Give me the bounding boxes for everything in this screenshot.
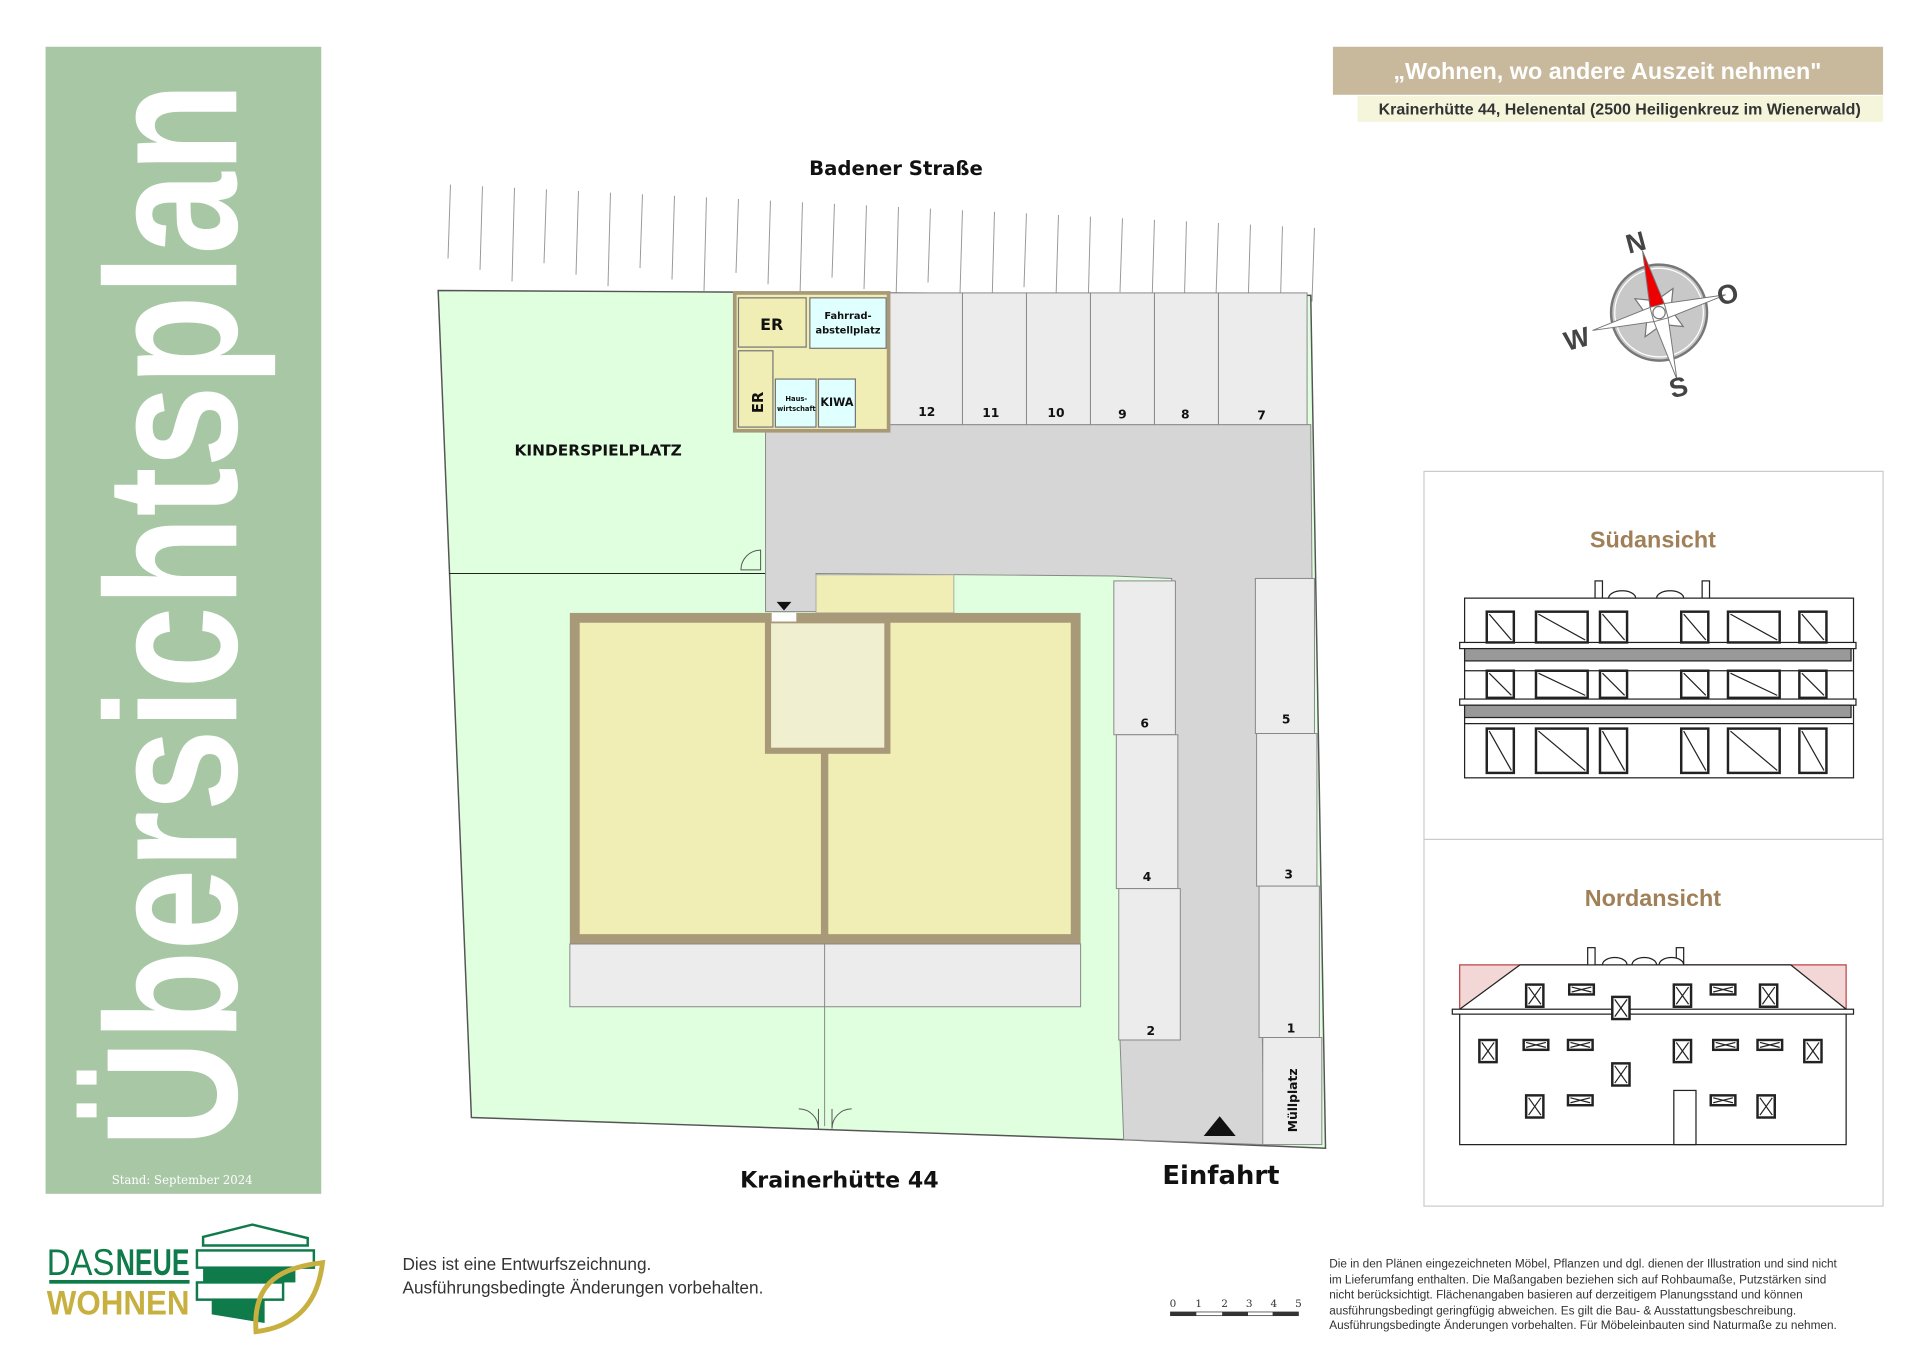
room-hw-1: Haus- (785, 395, 807, 403)
svg-text:im Lieferumfang enthalten. Die: im Lieferumfang enthalten. Die Maßangabe… (1329, 1273, 1826, 1287)
svg-text:3: 3 (1246, 1298, 1253, 1310)
room-bike-1: Fahrrad- (824, 311, 871, 322)
svg-text:0: 0 (1170, 1298, 1177, 1310)
parking-number: 11 (982, 406, 999, 420)
stand-date: Stand: September 2024 (112, 1173, 253, 1187)
street-hatch (447, 184, 1315, 320)
svg-text:ausführungsbedingt geringfügig: ausführungsbedingt geringfügig abweichen… (1329, 1303, 1796, 1317)
svg-text:Die in den Plänen eingezeichne: Die in den Plänen eingezeichneten Möbel,… (1329, 1257, 1837, 1271)
parking-left: 6 4 2 (1113, 580, 1181, 1041)
scale-bar: 0 1 2 3 4 5 (1170, 1298, 1302, 1317)
svg-text:NEUE: NEUE (116, 1242, 190, 1283)
entrance-marker-icon (776, 601, 792, 611)
parking-number: 2 (1146, 1024, 1155, 1038)
svg-text:nicht berücksichtigt. Flächena: nicht berücksichtigt. Flächenangaben bas… (1329, 1287, 1803, 1301)
svg-text:Ausführungsbedingte Änderungen: Ausführungsbedingte Änderungen vorbehalt… (1329, 1318, 1837, 1332)
playground-label: KINDERSPIELPLATZ (514, 441, 681, 459)
room-kiwa: KIWA (820, 396, 853, 409)
parking-number: 4 (1143, 870, 1152, 884)
parking-number: 9 (1118, 407, 1127, 421)
compass-n: N (1622, 225, 1649, 260)
svg-text:5: 5 (1295, 1298, 1302, 1310)
das-neue-wohnen-logo: DAS NEUE WOHNEN (47, 1223, 326, 1335)
slogan-banner (1332, 46, 1884, 95)
building-footprint (569, 549, 1082, 1129)
room-bike-2: abstellplatz (815, 326, 880, 337)
south-elevation-drawing (1459, 580, 1857, 779)
driveway-arrow-icon (1203, 1116, 1236, 1136)
compass-s: S (1666, 370, 1691, 405)
north-elevation-drawing (1451, 947, 1855, 1146)
parking-top: 12 11 10 9 8 7 (888, 292, 1308, 426)
draft-note-line1: Dies ist eine Entwurfszeichnung. (402, 1254, 651, 1274)
street-bottom-label: Krainerhütte 44 (740, 1168, 939, 1194)
parking-number: 1 (1287, 1022, 1296, 1036)
svg-text:DAS: DAS (47, 1242, 115, 1283)
parking-number: 5 (1282, 713, 1291, 727)
svg-text:4: 4 (1271, 1298, 1278, 1310)
waste-area-label: Müllplatz (1286, 1069, 1300, 1133)
slogan: „Wohnen, wo andere Auszeit nehmen" (1393, 58, 1821, 84)
sidebar-title: Übersichtsplan (67, 82, 276, 1147)
sidebar-panel (45, 46, 322, 1194)
parking-number: 12 (918, 405, 935, 419)
utility-block: ER Fahrrad- abstellplatz ER Haus- wirtsc… (732, 291, 891, 433)
room-er: ER (760, 315, 783, 334)
draft-note-line2: Ausführungsbedingte Änderungen vorbehalt… (402, 1278, 763, 1298)
svg-text:2: 2 (1221, 1298, 1228, 1310)
address: Krainerhütte 44, Helenental (2500 Heilig… (1379, 101, 1861, 118)
north-elevation-title: Nordansicht (1585, 885, 1722, 911)
compass-icon (1592, 250, 1726, 380)
parking-right: 5 3 1 Müllplatz (1254, 577, 1323, 1146)
parking-number: 8 (1181, 407, 1190, 421)
south-elevation-title: Südansicht (1590, 527, 1716, 553)
street-top-label: Badener Straße (809, 157, 983, 180)
room-er-vertical: ER (750, 391, 767, 413)
parking-number: 7 (1257, 409, 1266, 423)
parking-number: 3 (1284, 868, 1293, 882)
entrance-label: Einfahrt (1162, 1161, 1279, 1191)
svg-text:WOHNEN: WOHNEN (47, 1284, 190, 1322)
parking-number: 10 (1047, 406, 1064, 420)
compass-w: W (1560, 320, 1593, 357)
svg-text:1: 1 (1195, 1298, 1202, 1310)
compass-o: O (1713, 276, 1741, 311)
parking-number: 6 (1140, 716, 1149, 730)
disclaimer: Die in den Plänen eingezeichneten Möbel,… (1329, 1257, 1837, 1333)
address-banner (1357, 95, 1884, 122)
room-hw-2: wirtschaft (777, 405, 816, 413)
